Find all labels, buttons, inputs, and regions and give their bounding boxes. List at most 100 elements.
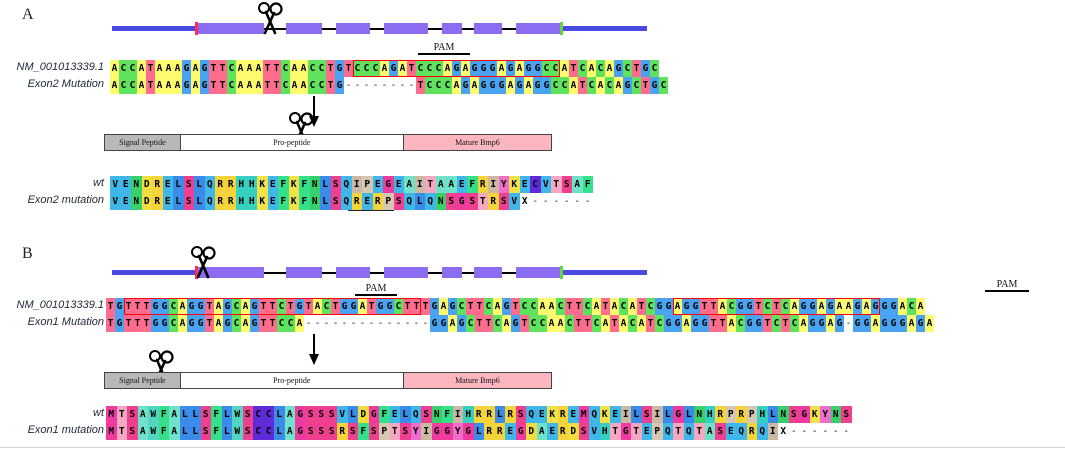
amino-acid-cell: A xyxy=(704,423,715,440)
dna-base-cell: T xyxy=(259,298,268,315)
dna-base-cell: C xyxy=(394,298,403,315)
pam-label-b-2: PAM xyxy=(985,279,1029,292)
dna-base-cell: C xyxy=(623,60,632,77)
amino-acid-cell: G xyxy=(620,423,631,440)
dna-base-cell: A xyxy=(110,60,119,77)
amino-acid-cell: R xyxy=(351,193,362,210)
dna-base-cell: C xyxy=(317,60,326,77)
dna-base-cell: T xyxy=(407,60,416,77)
amino-acid-cell: L xyxy=(274,423,285,440)
amino-acid-cell: E xyxy=(389,406,400,423)
amino-acid-cell: T xyxy=(610,423,621,440)
dna-base-cell: G xyxy=(439,315,448,332)
dna-base-cell: T xyxy=(142,315,151,332)
amino-acid-cell: Q xyxy=(662,423,673,440)
down-arrow-b xyxy=(305,334,323,371)
dna-base-cell: A xyxy=(241,298,250,315)
dna-base-cell: - xyxy=(403,315,412,332)
dna-base-cell: - xyxy=(362,77,371,94)
dna-base-cell: T xyxy=(610,315,619,332)
amino-acid-cell: G xyxy=(295,406,306,423)
amino-acid-cell: F xyxy=(278,193,289,210)
dna-base-cell: T xyxy=(754,298,763,315)
amino-acid-cell: E xyxy=(362,193,373,210)
dna-base-cell: T xyxy=(106,298,115,315)
amino-acid-cell: K xyxy=(809,406,820,423)
dna-base-cell: - xyxy=(304,315,313,332)
amino-acid-cell: E xyxy=(547,423,558,440)
dna-base-cell: - xyxy=(394,315,403,332)
dna-base-cell: C xyxy=(286,315,295,332)
amino-acid-cell: Q xyxy=(341,193,352,210)
amino-acid-cell: F xyxy=(467,176,478,193)
dna-base-cell: - xyxy=(844,315,853,332)
amino-acid-cell: S xyxy=(316,423,327,440)
dna-base-cell: C xyxy=(493,315,502,332)
amino-acid-cell: H xyxy=(757,406,768,423)
dna-base-cell: - xyxy=(385,315,394,332)
dna-base-cell: A xyxy=(245,60,254,77)
amino-acid-cell: - xyxy=(551,193,562,210)
amino-acid-cell: T xyxy=(673,423,684,440)
amino-acid-cell: X xyxy=(778,423,789,440)
amino-acid-cell: G xyxy=(456,193,467,210)
amino-acid-cell: N xyxy=(435,193,446,210)
dna-base-cell: A xyxy=(178,315,187,332)
dna-base-cell: T xyxy=(569,60,578,77)
dna-base-cell: C xyxy=(583,298,592,315)
dna-base-cell: A xyxy=(628,298,637,315)
amino-acid-cell: Q xyxy=(404,193,415,210)
amino-acid-cell: S xyxy=(183,193,194,210)
dna-base-cell: C xyxy=(736,315,745,332)
dna-base-cell: A xyxy=(592,298,601,315)
amino-acid-cell: S xyxy=(330,176,341,193)
dna-base-cell: A xyxy=(254,60,263,77)
dna-base-cell: C xyxy=(416,60,425,77)
amino-acid-cell: G xyxy=(799,406,810,423)
amino-acid-cell: G xyxy=(673,406,684,423)
dna-base-cell: G xyxy=(511,315,520,332)
dna-base-cell: A xyxy=(191,77,200,94)
protein-row-label-mut-a: Exon2 mutation xyxy=(27,194,104,206)
dna-base-cell: G xyxy=(115,315,124,332)
dna-base-cell: A xyxy=(497,60,506,77)
dna-base-cell: T xyxy=(218,60,227,77)
protein-row-label-mut-b: Exon1 mutation xyxy=(27,424,104,436)
dna-base-cell: G xyxy=(835,315,844,332)
dna-base-cell: G xyxy=(196,315,205,332)
pam-label-b-1: PAM xyxy=(355,283,397,296)
dna-base-cell: T xyxy=(142,298,151,315)
amino-acid-cell: - xyxy=(830,423,841,440)
amino-acid-cell: A xyxy=(169,406,180,423)
exon-4 xyxy=(384,267,428,278)
dna-base-cell: G xyxy=(479,60,488,77)
amino-acid-cell: F xyxy=(358,423,369,440)
amino-acid-cell: A xyxy=(404,176,415,193)
dna-base-cell: G xyxy=(655,298,664,315)
dna-base-cell: A xyxy=(506,77,515,94)
dna-base-cell: G xyxy=(533,60,542,77)
dna-base-cell: A xyxy=(871,315,880,332)
dna-base-cell: G xyxy=(623,77,632,94)
dna-base-cell: T xyxy=(646,315,655,332)
amino-acid-cell: P xyxy=(379,423,390,440)
dna-base-cell: C xyxy=(308,77,317,94)
dna-base-cell: G xyxy=(799,298,808,315)
dna-base-cell: G xyxy=(488,77,497,94)
amino-acid-cell: C xyxy=(253,423,264,440)
dna-base-cell: T xyxy=(124,315,133,332)
amino-acid-cell: S xyxy=(641,406,652,423)
amino-acid-cell: L xyxy=(194,193,205,210)
amino-acid-cell: R xyxy=(494,423,505,440)
dna-base-cell: A xyxy=(290,60,299,77)
dna-base-cell: G xyxy=(641,60,650,77)
amino-acid-cell: H xyxy=(599,423,610,440)
amino-acid-cell: S xyxy=(305,423,316,440)
exon-1 xyxy=(198,23,264,34)
dna-base-cell: T xyxy=(326,77,335,94)
dna-base-cell: C xyxy=(128,77,137,94)
amino-acid-cell: A xyxy=(284,406,295,423)
amino-acid-cell: H xyxy=(246,193,257,210)
start-codon-marker xyxy=(195,266,198,279)
